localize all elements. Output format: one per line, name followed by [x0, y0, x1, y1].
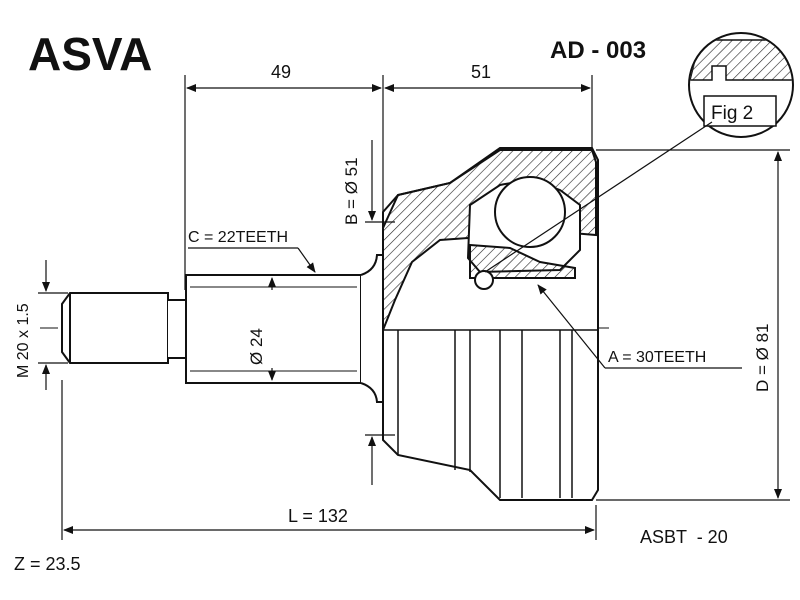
fig2-detail: Fig 2 [688, 32, 794, 138]
brand-logo: ASVA [28, 28, 152, 80]
z-value: Z = 23.5 [14, 554, 81, 574]
fig2-label: Fig 2 [711, 103, 753, 124]
dim-49: 49 [271, 62, 291, 82]
outer-diameter-dimension [596, 149, 790, 501]
part-number: AD - 003 [550, 37, 646, 64]
boot-code: ASBT - 20 [640, 527, 728, 547]
thread-dimension [38, 260, 68, 390]
length-dimension [61, 380, 597, 540]
dim-a-30teeth: A = 30TEETH [608, 349, 706, 366]
a-leader-diag [537, 284, 606, 369]
bore-dimension [365, 140, 395, 485]
dim-d-81: D = Ø 81 [753, 323, 772, 392]
dim-c-22teeth: C = 22TEETH [188, 229, 288, 246]
dim-l-132: L = 132 [288, 506, 348, 526]
dim-diameter-24: Ø 24 [247, 328, 266, 365]
shaft [185, 254, 384, 403]
fig2-leader [484, 121, 713, 273]
dim-51: 51 [471, 62, 491, 82]
c-leader-diag [297, 247, 316, 273]
outer-housing [382, 147, 599, 501]
dim-m20: M 20 x 1.5 [15, 303, 32, 378]
threaded-end [61, 292, 187, 364]
dim-b-51: B = Ø 51 [342, 157, 361, 225]
